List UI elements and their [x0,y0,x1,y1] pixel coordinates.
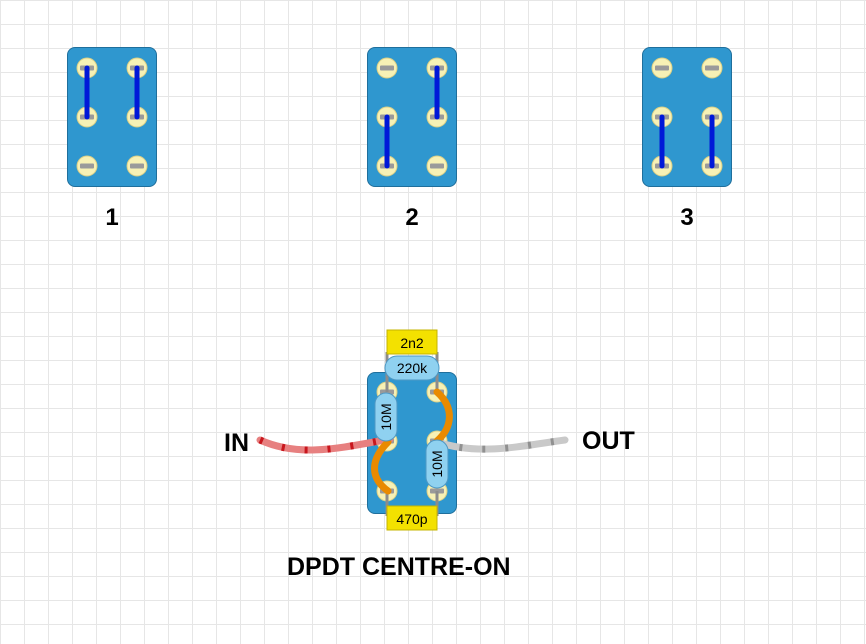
resistor-right-label: 10M [429,450,445,477]
input-wire [256,435,394,454]
input-wire-stripes [258,435,391,454]
output-label: OUT [582,427,635,455]
position-label-3: 3 [680,204,694,231]
capacitor-top-label: 2n2 [400,335,424,351]
jumper-wire-right [433,388,453,445]
resistor-right [425,439,449,489]
resistor-top [384,355,440,381]
diagram-title: DPDT CENTRE-ON [287,553,511,581]
resistor-left [374,392,398,442]
input-label: IN [224,429,249,457]
position-label-2: 2 [405,204,419,231]
position-1-links [84,65,140,120]
position-3-links [659,114,715,169]
position-2-links [384,65,440,169]
capacitor-top [386,329,438,355]
position-label-1: 1 [105,204,119,231]
jumper-wire-left [371,438,392,495]
capacitor-bottom-label: 470p [396,511,427,527]
resistor-top-label: 220k [397,360,428,376]
output-wire [433,436,569,453]
resistor-left-label: 10M [378,403,394,430]
capacitor-bottom [386,505,438,531]
